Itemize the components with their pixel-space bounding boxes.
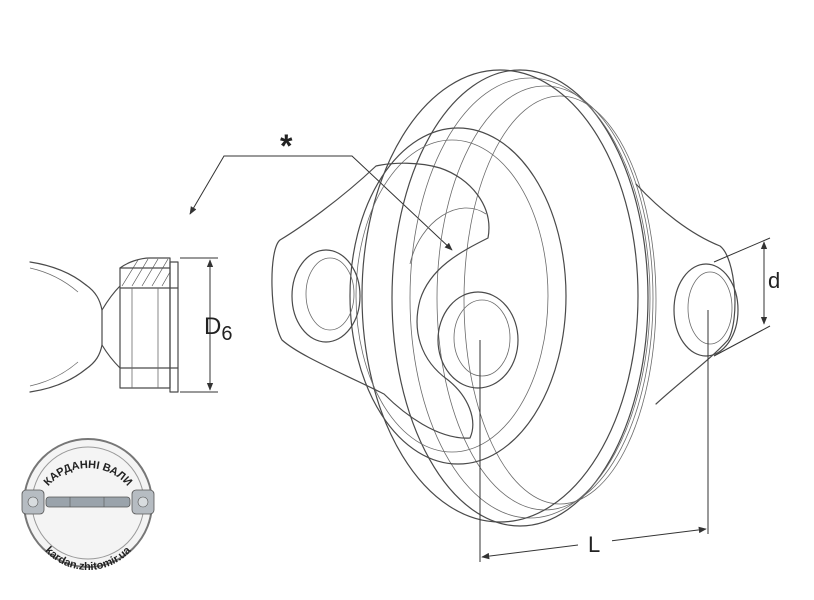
kardan-logo: КАРДАННІ ВАЛИ kardan.zhitomir.ua xyxy=(21,438,155,573)
shaft-section-view xyxy=(29,257,179,393)
d-dimension: d xyxy=(713,237,780,357)
d6-dimension: D6 xyxy=(180,257,232,393)
d-label: d xyxy=(768,268,780,293)
asterisk-label: * xyxy=(280,128,293,164)
flange-ear-right xyxy=(635,183,739,405)
section-hatching xyxy=(119,257,171,287)
flange-ear-front xyxy=(271,162,519,439)
flange-body xyxy=(349,69,657,527)
l-dimension: L xyxy=(479,310,709,562)
l-label: L xyxy=(588,532,600,557)
detail-leader: * xyxy=(189,128,453,251)
cardan-shaft-icon xyxy=(21,489,155,515)
d6-label: D6 xyxy=(204,313,232,345)
